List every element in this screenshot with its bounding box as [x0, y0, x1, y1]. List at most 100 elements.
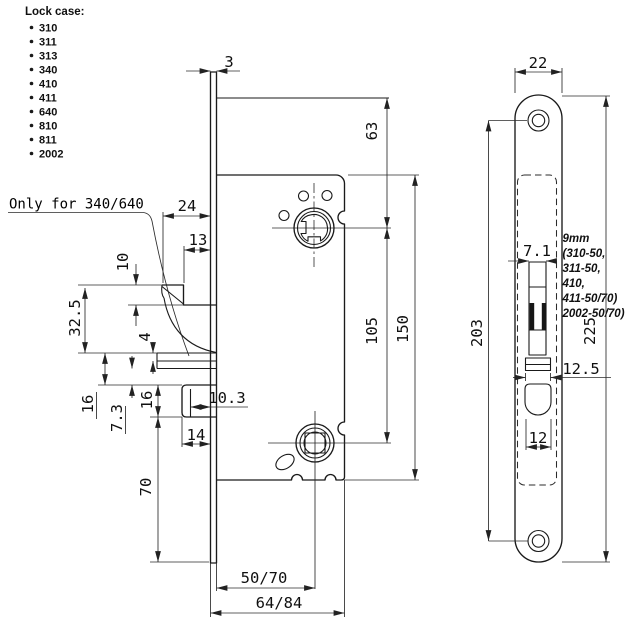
- dim-label: 70: [137, 478, 155, 497]
- dim-cylinder-to-spindle: 105: [363, 228, 390, 443]
- spindle-hub-outer: [295, 423, 335, 463]
- list-item: 810: [39, 121, 57, 133]
- dim-plate-gap: 7.3: [108, 356, 135, 434]
- dim-label: 50/70: [241, 569, 288, 587]
- fixing-hole: [297, 190, 310, 202]
- list-heading: Lock case:: [25, 6, 84, 18]
- dim-latch-slot-width: 7.1: [508, 242, 557, 264]
- list-item: 811: [39, 135, 57, 147]
- latch-edge-dark: [541, 303, 547, 330]
- dim-label: 16: [79, 395, 97, 414]
- dim-deadbolt-inner: 10.3: [190, 389, 248, 410]
- dim-aux-slot-width: 12.5: [513, 360, 611, 381]
- dim-label: 150: [394, 315, 412, 343]
- side-view-lock-case: 3 24 13 10 32.5 4 16: [66, 53, 419, 617]
- screw-hole-bottom-inner: [531, 534, 546, 548]
- faceplate-side: [209, 71, 218, 564]
- cylinder-hole-inner: [296, 210, 332, 246]
- cylinder-follower: [272, 183, 391, 267]
- dim-backset: 50/70: [216, 569, 315, 591]
- dim-deadlock-protrusion: 13: [184, 231, 211, 253]
- spindle-square-hole: [304, 432, 326, 454]
- list-item: 640: [39, 107, 57, 119]
- deadbolt-slot-outline: [524, 383, 552, 416]
- spindle-hub-middle: [299, 427, 331, 459]
- list-bullet-icons: [29, 25, 34, 156]
- dim-deadbolt-slot-width: 12: [525, 419, 552, 450]
- dim-label: 10.3: [208, 389, 245, 407]
- faceplate-outline: [514, 94, 563, 563]
- fixing-hole: [278, 209, 290, 222]
- fixing-hole: [321, 189, 333, 202]
- note-line: 410,: [562, 278, 585, 290]
- dim-latch-bevel: 10: [114, 253, 139, 326]
- deadbolt-outline: [181, 384, 217, 418]
- lock-case-list: Lock case: 310 311 313 340 410 411 640 8…: [25, 6, 84, 161]
- dim-aux-to-deadbolt: 16: [79, 353, 108, 419]
- case-cover-outline: [216, 174, 346, 481]
- dim-label: 16: [138, 391, 156, 410]
- dim-case-depth: 64/84: [210, 594, 345, 616]
- list-item: 313: [39, 51, 57, 63]
- list-item: 410: [39, 79, 57, 91]
- latch-nose: [161, 284, 165, 299]
- cylinder-hole-outer: [293, 207, 335, 249]
- dim-deadbolt-height: 16: [138, 385, 161, 417]
- dim-case-height: 150: [394, 175, 418, 480]
- latch-curve: [163, 297, 217, 354]
- dim-label: 22: [529, 54, 548, 72]
- aux-bolt-slot: [524, 357, 552, 372]
- only-for-callout: Only for 340/640: [8, 197, 190, 357]
- dim-label: 7.1: [523, 242, 551, 260]
- dim-label: 12.5: [562, 360, 599, 378]
- latch-outline: [162, 284, 217, 306]
- latch-bevel-line: [161, 286, 184, 305]
- deadbolt-slot: [524, 383, 552, 416]
- dim-faceplate-length: 225: [562, 95, 610, 563]
- list-item: 340: [39, 65, 57, 77]
- screw-hole-top: [527, 109, 550, 132]
- case-hidden-outline: [516, 174, 558, 486]
- note-line: 311-50,: [563, 263, 601, 275]
- dim-label: 105: [363, 317, 381, 345]
- dim-aux-bolt-height: 4: [136, 332, 156, 374]
- dim-label: 24: [178, 197, 197, 215]
- dim-label: 7.3: [108, 404, 126, 432]
- auxiliary-bolt: [156, 352, 217, 370]
- list-item: 311: [39, 37, 57, 49]
- latch-edge-dark: [529, 303, 535, 330]
- dim-latch-protrusion: 24: [163, 197, 211, 219]
- dim-label: 13: [189, 231, 208, 249]
- screw-hole-top-inner: [531, 113, 546, 128]
- dim-deadbolt-to-plate-end: 70: [137, 417, 161, 562]
- dim-label: 63: [363, 122, 381, 141]
- spindle-hub-inner: [303, 431, 327, 455]
- dim-label: 32.5: [66, 299, 84, 336]
- cylinder-cam-profile: [300, 213, 329, 242]
- list-item: 411: [39, 93, 57, 105]
- dim-top-to-cylinder: 63: [363, 98, 390, 228]
- dim-faceplate-width: 22: [514, 54, 563, 93]
- dim-label: 10: [114, 253, 132, 272]
- list-item: 310: [39, 23, 57, 35]
- dim-label: 12: [529, 429, 548, 447]
- leader-line: [8, 212, 190, 357]
- dim-faceplate-thickness: 3: [186, 53, 240, 74]
- spindle-follower: [268, 411, 391, 589]
- only-for-label: Only for 340/640: [9, 197, 144, 213]
- dim-label: 64/84: [256, 594, 303, 612]
- note-line: (310-50,: [563, 248, 606, 260]
- dim-label: 225: [581, 317, 599, 345]
- dim-label: 203: [468, 319, 486, 347]
- dim-screw-distance: 203: [468, 120, 528, 542]
- dim-label: 14: [187, 426, 206, 444]
- dim-label: 3: [224, 53, 233, 71]
- list-item: 2002: [39, 149, 63, 161]
- auxiliary-bolt-lines: [156, 352, 217, 370]
- note-line: 9mm: [563, 233, 590, 245]
- extension-lines: [78, 174, 419, 617]
- front-view-faceplate: 9mm (310-50, 311-50, 410, 411-50/70) 200…: [468, 54, 625, 563]
